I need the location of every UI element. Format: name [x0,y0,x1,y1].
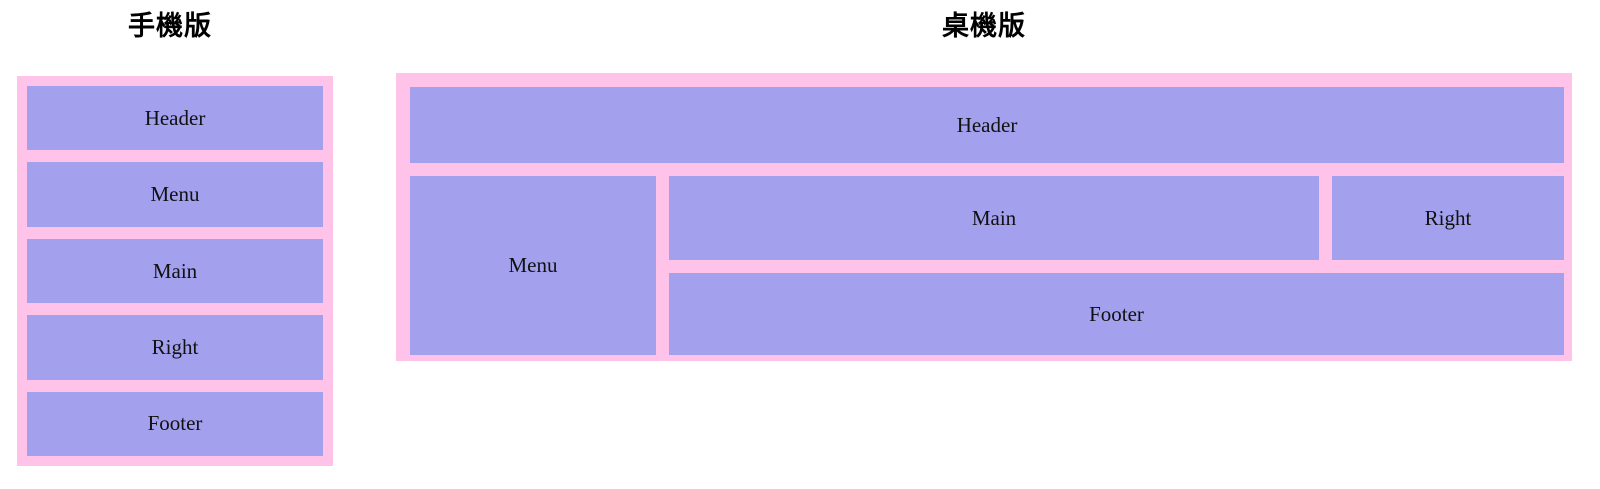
desktop-layout-wireframe: Header Menu Main Right Footer [396,73,1572,361]
desktop-block-footer: Footer [669,273,1564,355]
desktop-block-right: Right [1332,176,1564,260]
desktop-block-header: Header [410,87,1564,163]
mobile-layout-wireframe: Header Menu Main Right Footer [17,76,333,466]
mobile-block-main: Main [27,238,323,304]
mobile-block-footer: Footer [27,391,323,457]
mobile-layout-title: 手機版 [128,11,212,41]
desktop-layout-title: 桌機版 [942,11,1026,41]
mobile-block-header: Header [27,86,323,151]
desktop-block-main: Main [669,176,1319,260]
mobile-block-right: Right [27,315,323,380]
mobile-block-menu: Menu [27,162,323,227]
desktop-block-menu: Menu [410,176,656,355]
